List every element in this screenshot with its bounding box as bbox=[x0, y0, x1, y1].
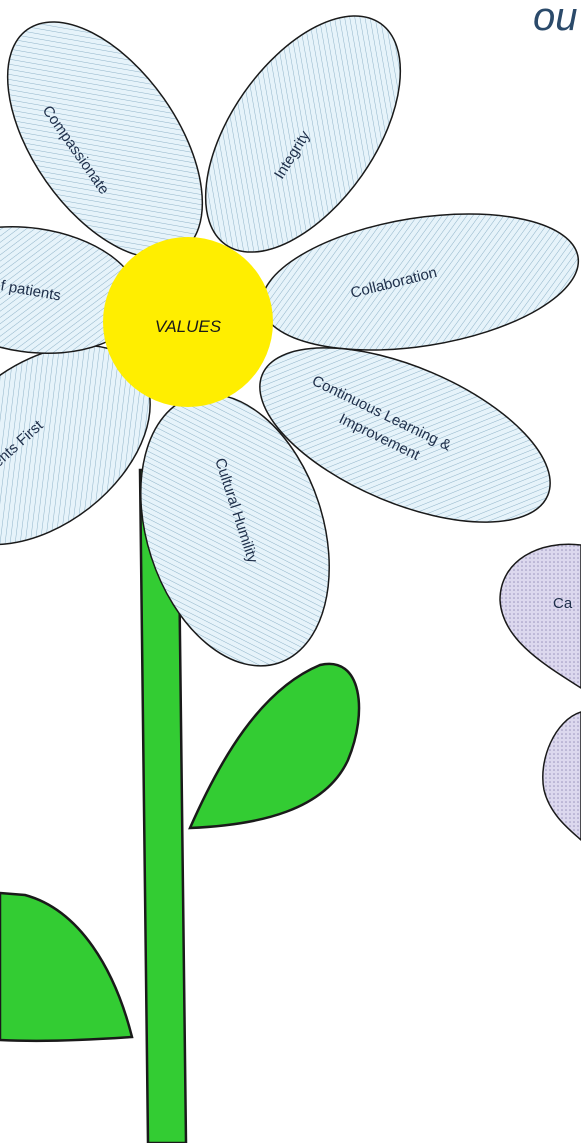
leaf-left bbox=[0, 891, 134, 1043]
petal-integrity bbox=[204, 15, 402, 253]
second-flower-petal-upper bbox=[499, 543, 581, 689]
second-flower-petal-lower bbox=[542, 711, 581, 842]
leaf-right bbox=[188, 662, 361, 830]
flower-center bbox=[103, 237, 273, 407]
second-flower-petal-label: Ca bbox=[553, 595, 573, 612]
second-flower: Ca bbox=[499, 543, 581, 842]
petals bbox=[0, 15, 580, 667]
petal-continuous-learning bbox=[259, 347, 551, 523]
heading-fragment: ou bbox=[533, 0, 578, 39]
center-label: VALUES bbox=[155, 317, 222, 336]
